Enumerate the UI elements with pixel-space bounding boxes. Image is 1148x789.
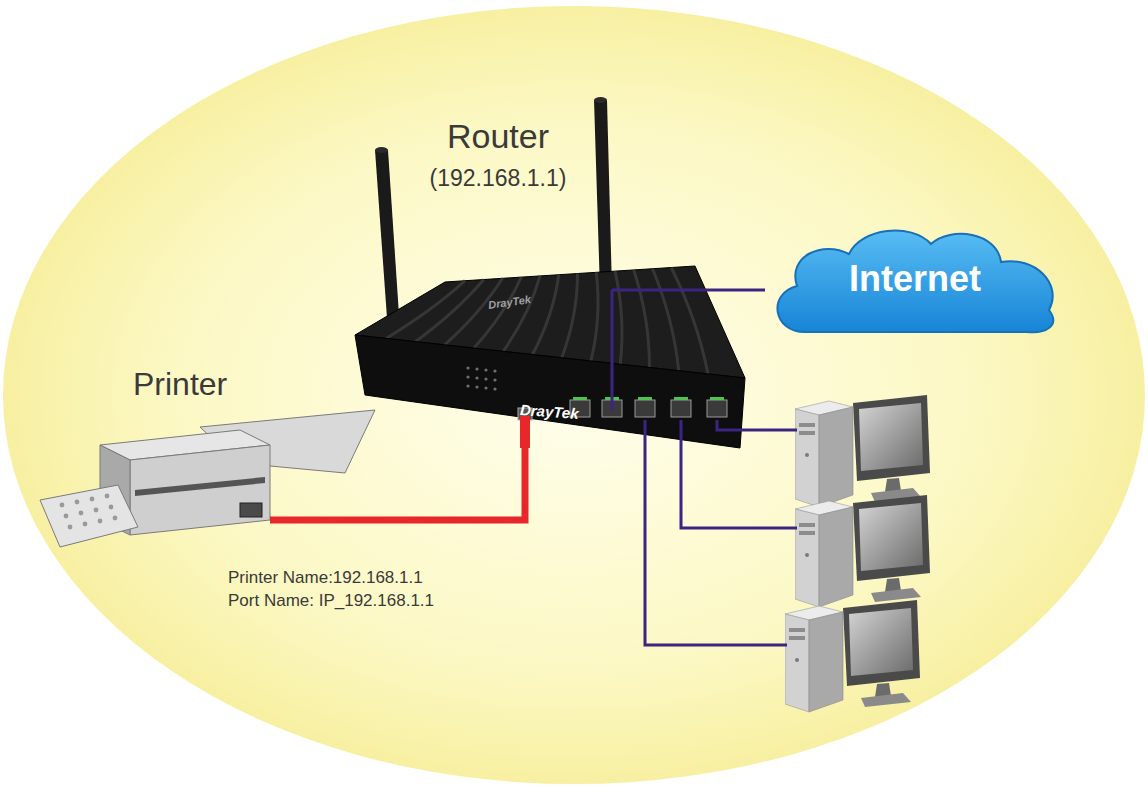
lan-cable bbox=[717, 420, 797, 430]
tray-dot bbox=[109, 505, 114, 510]
paper-tray bbox=[40, 485, 138, 547]
device-title: Router bbox=[398, 118, 598, 155]
printer-device: PrinterPrinter Name:192.168.1.1Port Name… bbox=[40, 405, 270, 555]
port-led bbox=[710, 397, 724, 400]
computer-icon bbox=[795, 395, 930, 507]
status-led bbox=[475, 376, 478, 379]
router-front bbox=[355, 335, 745, 448]
port-led bbox=[573, 397, 587, 400]
network-cable bbox=[612, 289, 765, 292]
ethernet-port bbox=[635, 400, 655, 417]
status-led bbox=[493, 387, 496, 390]
router-ridge bbox=[445, 278, 503, 345]
router-ridge bbox=[653, 269, 679, 371]
lan-cable bbox=[645, 420, 787, 645]
antenna-tip bbox=[594, 97, 607, 103]
status-led bbox=[493, 369, 496, 372]
status-led bbox=[466, 375, 469, 378]
internet-cloud: Internet bbox=[765, 222, 1065, 337]
antenna bbox=[594, 100, 612, 290]
port-led bbox=[638, 397, 652, 400]
status-led bbox=[484, 386, 487, 389]
printer-device-shape bbox=[40, 405, 270, 555]
status-led bbox=[466, 366, 469, 369]
ethernet-port bbox=[671, 400, 691, 417]
antenna-tip bbox=[375, 147, 388, 153]
router-ridge bbox=[634, 270, 650, 368]
usb-cable bbox=[270, 448, 525, 520]
printer-body bbox=[40, 410, 375, 547]
port-led bbox=[674, 397, 688, 400]
tray-dot bbox=[113, 516, 118, 521]
tray-dot bbox=[98, 519, 103, 524]
antenna bbox=[375, 150, 400, 332]
brand-logo: DrayTek bbox=[519, 402, 579, 423]
tray-dot bbox=[60, 503, 65, 508]
status-led bbox=[484, 368, 487, 371]
tray-dot bbox=[90, 497, 95, 502]
cloud-label: Internet bbox=[765, 259, 1065, 299]
tray-dot bbox=[68, 525, 73, 530]
device-title: Printer bbox=[133, 367, 333, 402]
tray-dot bbox=[75, 500, 80, 505]
printer-port bbox=[240, 503, 262, 517]
printer-front bbox=[130, 445, 270, 535]
tray-dot bbox=[64, 514, 69, 519]
port-name: Port Name: IP_192.168.1.1 bbox=[228, 592, 528, 611]
printer-name: Printer Name:192.168.1.1 bbox=[228, 569, 528, 588]
ethernet-port bbox=[707, 400, 727, 417]
router-body bbox=[355, 97, 745, 448]
router-device: Router(192.168.1.1) bbox=[350, 290, 745, 448]
router-ridge bbox=[474, 277, 521, 348]
router-ridge bbox=[615, 271, 622, 364]
usb-plug bbox=[520, 416, 530, 448]
ip-address: (192.168.1.1) bbox=[388, 166, 608, 191]
paper-slot bbox=[135, 477, 265, 496]
router-ridge bbox=[671, 268, 708, 374]
router-ridge bbox=[503, 276, 540, 351]
status-led bbox=[475, 367, 478, 370]
lan-cable bbox=[681, 420, 797, 528]
router-ridge bbox=[415, 280, 483, 342]
status-led bbox=[466, 384, 469, 387]
status-led bbox=[484, 377, 487, 380]
status-led bbox=[493, 378, 496, 381]
tray-dot bbox=[83, 522, 88, 527]
background-ellipse bbox=[3, 6, 1145, 784]
tray-dot bbox=[94, 508, 99, 513]
router-ridge bbox=[532, 275, 558, 355]
router-ridge bbox=[591, 272, 598, 361]
status-led bbox=[475, 385, 478, 388]
brand-logo: DrayTek bbox=[487, 293, 531, 311]
computer-icon bbox=[795, 495, 930, 607]
computer-icon bbox=[785, 600, 920, 712]
router-device-shape bbox=[350, 290, 745, 448]
router-ridge bbox=[562, 274, 578, 358]
tray-dot bbox=[105, 494, 110, 499]
tray-dot bbox=[79, 511, 84, 516]
wan-cable bbox=[611, 290, 614, 410]
